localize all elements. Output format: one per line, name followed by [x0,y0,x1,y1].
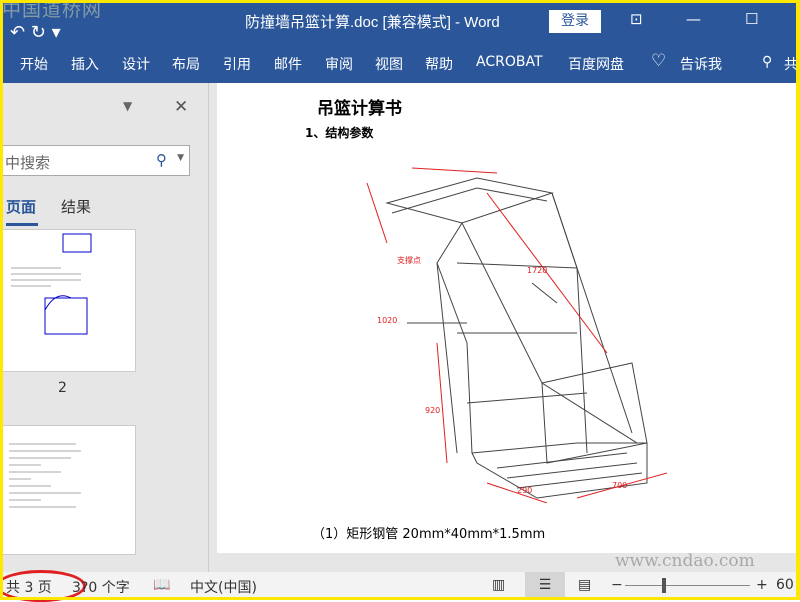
read-mode-icon[interactable]: ▥ [492,577,506,593]
zoom-slider[interactable] [625,585,750,586]
proofing-icon[interactable]: 📖 [153,577,171,593]
tab-insert[interactable]: 插入 [71,57,99,73]
tell-me-button[interactable]: 告诉我 [680,57,722,73]
page-count[interactable]: 共 3 页 [6,580,52,596]
undo-redo-icon[interactable]: ↶ ↻ ▾ [10,22,61,43]
tab-pages[interactable]: 页面 [6,196,38,226]
watermark-url: www.cndao.com [615,551,755,571]
zoom-slider-thumb[interactable] [662,578,666,593]
tab-mailings[interactable]: 邮件 [274,57,302,73]
tab-view[interactable]: 视图 [375,57,403,73]
pane-options-icon[interactable]: ▼ [123,99,133,113]
ribbon-display-icon[interactable]: ⊡ [630,10,643,28]
tab-review[interactable]: 审阅 [325,57,353,73]
tab-baidu[interactable]: 百度网盘 [568,57,624,73]
basket-wireframe-drawing: 支撑点 1720 920 1020 290 700 [366,167,667,503]
dim-label: 支撑点 [397,255,421,265]
dim-label: 290 [517,486,532,495]
watermark-logo: 中国道桥网 [2,0,103,21]
tab-results[interactable]: 结果 [61,198,92,216]
tab-help[interactable]: 帮助 [425,57,453,73]
minimize-icon[interactable]: — [686,10,701,28]
tab-acrobat[interactable]: ACROBAT [476,54,543,70]
login-button[interactable]: 登录 [549,10,601,33]
page-thumbnail-3[interactable] [0,425,136,555]
close-icon[interactable]: ✕ [174,97,189,117]
title-bar: 中国道桥网 ↶ ↻ ▾ 防撞墙吊篮计算.doc [兼容模式] - Word 登录… [0,0,800,45]
zoom-out-button[interactable]: − [611,577,623,593]
tab-layout[interactable]: 布局 [172,57,200,73]
search-placeholder: 中搜索 [5,154,51,172]
maximize-icon[interactable]: ☐ [745,10,759,28]
pane-splitter[interactable] [208,83,217,572]
print-layout-icon[interactable]: ☰ [525,572,565,600]
page-number-label: 2 [58,380,67,396]
tab-references[interactable]: 引用 [223,57,251,73]
web-layout-icon[interactable]: ▤ [578,577,592,593]
lightbulb-icon: ♡ [651,51,667,71]
search-input[interactable]: 中搜索 ⚲ ▼ [0,145,190,176]
tab-home[interactable]: 开始 [20,57,48,73]
chevron-down-icon[interactable]: ▼ [177,153,184,163]
zoom-in-button[interactable]: + [756,577,768,593]
tab-design[interactable]: 设计 [122,57,150,73]
language-indicator[interactable]: 中文(中国) [190,580,257,596]
search-icon[interactable]: ⚲ [156,151,167,169]
thumbnail-drawing [11,233,92,335]
dim-label: 920 [425,406,440,415]
document-background [217,553,800,572]
window-title: 防撞墙吊篮计算.doc [兼容模式] - Word [245,14,500,31]
share-button[interactable]: 共 [784,57,798,73]
ribbon-tabs: 开始 插入 设计 布局 引用 邮件 审阅 视图 帮助 ACROBAT 百度网盘 … [0,45,800,83]
zoom-level[interactable]: 60 [776,577,794,593]
share-icon[interactable]: ⚲ [762,54,773,70]
section-heading: 1、结构参数 [305,126,374,140]
page-thumbnail-2[interactable] [0,229,136,372]
thumbnail-text-lines [9,443,81,508]
dim-label: 1020 [377,316,397,325]
dim-label: 1720 [527,266,547,275]
dim-label: 700 [612,481,627,490]
navigation-pane: ▼ ✕ 中搜索 ⚲ ▼ 页面 结果 2 [0,83,210,572]
word-count[interactable]: 3?0 个字 [72,580,130,596]
status-bar: 共 3 页 3?0 个字 📖 中文(中国) ▥ ☰ ▤ − + 60 [0,570,800,602]
document-page: 吊篮计算书 1、结构参数 支撑点 1720 920 1020 290 700 （… [217,83,800,553]
caption-text: （1）矩形钢管 20mm*40mm*1.5mm [312,527,546,542]
document-title: 吊篮计算书 [317,99,402,119]
